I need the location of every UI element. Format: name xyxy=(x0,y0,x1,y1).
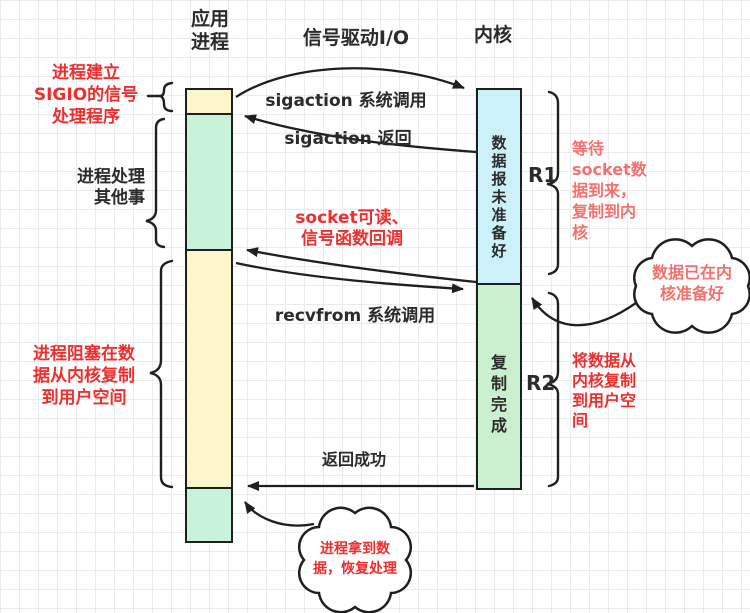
resume-cloud-arrow xyxy=(244,501,315,527)
kernel-bar xyxy=(476,88,522,490)
return-success-label: 返回成功 xyxy=(321,450,386,469)
blocked-copy-annotation: 进程阻塞在数 据从内核复制 到用户空间 xyxy=(33,344,135,408)
recvfrom-call-arrow xyxy=(235,261,464,294)
other-work-annotation: 进程处理 其他事 xyxy=(77,167,145,208)
kernel-bar-not-ready-segment xyxy=(478,90,520,283)
phase-r2-note: 将数据从 内核复制 到用户空 间 xyxy=(572,351,637,430)
other-work-brace xyxy=(145,117,166,249)
setup-sigio-annotation: 进程建立 SIGIO的信号 处理程序 xyxy=(33,63,139,127)
kernel-not-ready-state: 数据报未准备好 xyxy=(491,134,507,260)
signal-driven-io-header: 信号驱动I/O xyxy=(302,27,410,49)
recvfrom-call-label: recvfrom 系统调用 xyxy=(274,306,436,326)
app-bar-blocked-segment xyxy=(187,249,231,487)
kernel-bar-copy-segment xyxy=(478,283,520,488)
app-bar-setup-segment xyxy=(187,90,231,113)
app-bar-resume-segment xyxy=(187,487,231,541)
phase-r2-label: R2 xyxy=(526,371,556,395)
phase-r1-note: 等待 socket数 据到来， 复制到内 核 xyxy=(572,139,647,242)
phase-r1-label: R1 xyxy=(528,163,558,187)
kernel-copy-done-state: 复制完成 xyxy=(491,353,508,435)
app-bar-other-work-segment xyxy=(187,113,231,249)
kernel-header: 内核 xyxy=(473,24,512,46)
signal-callback-label: socket可读、 信号函数回调 xyxy=(295,208,409,249)
resume-cloud-text: 进程拿到数 据，恢复处理 xyxy=(313,541,397,577)
app-process-header: 应用 进程 xyxy=(190,8,229,53)
data-ready-cloud-arrow xyxy=(531,297,637,327)
app-process-bar xyxy=(185,88,233,543)
signal-callback-arrow xyxy=(246,247,477,284)
sigaction-return-label: sigaction 返回 xyxy=(284,129,412,149)
sigaction-call-label: sigaction 系统调用 xyxy=(265,91,427,111)
data-ready-cloud-text: 数据已在内 核准备好 xyxy=(651,263,732,303)
